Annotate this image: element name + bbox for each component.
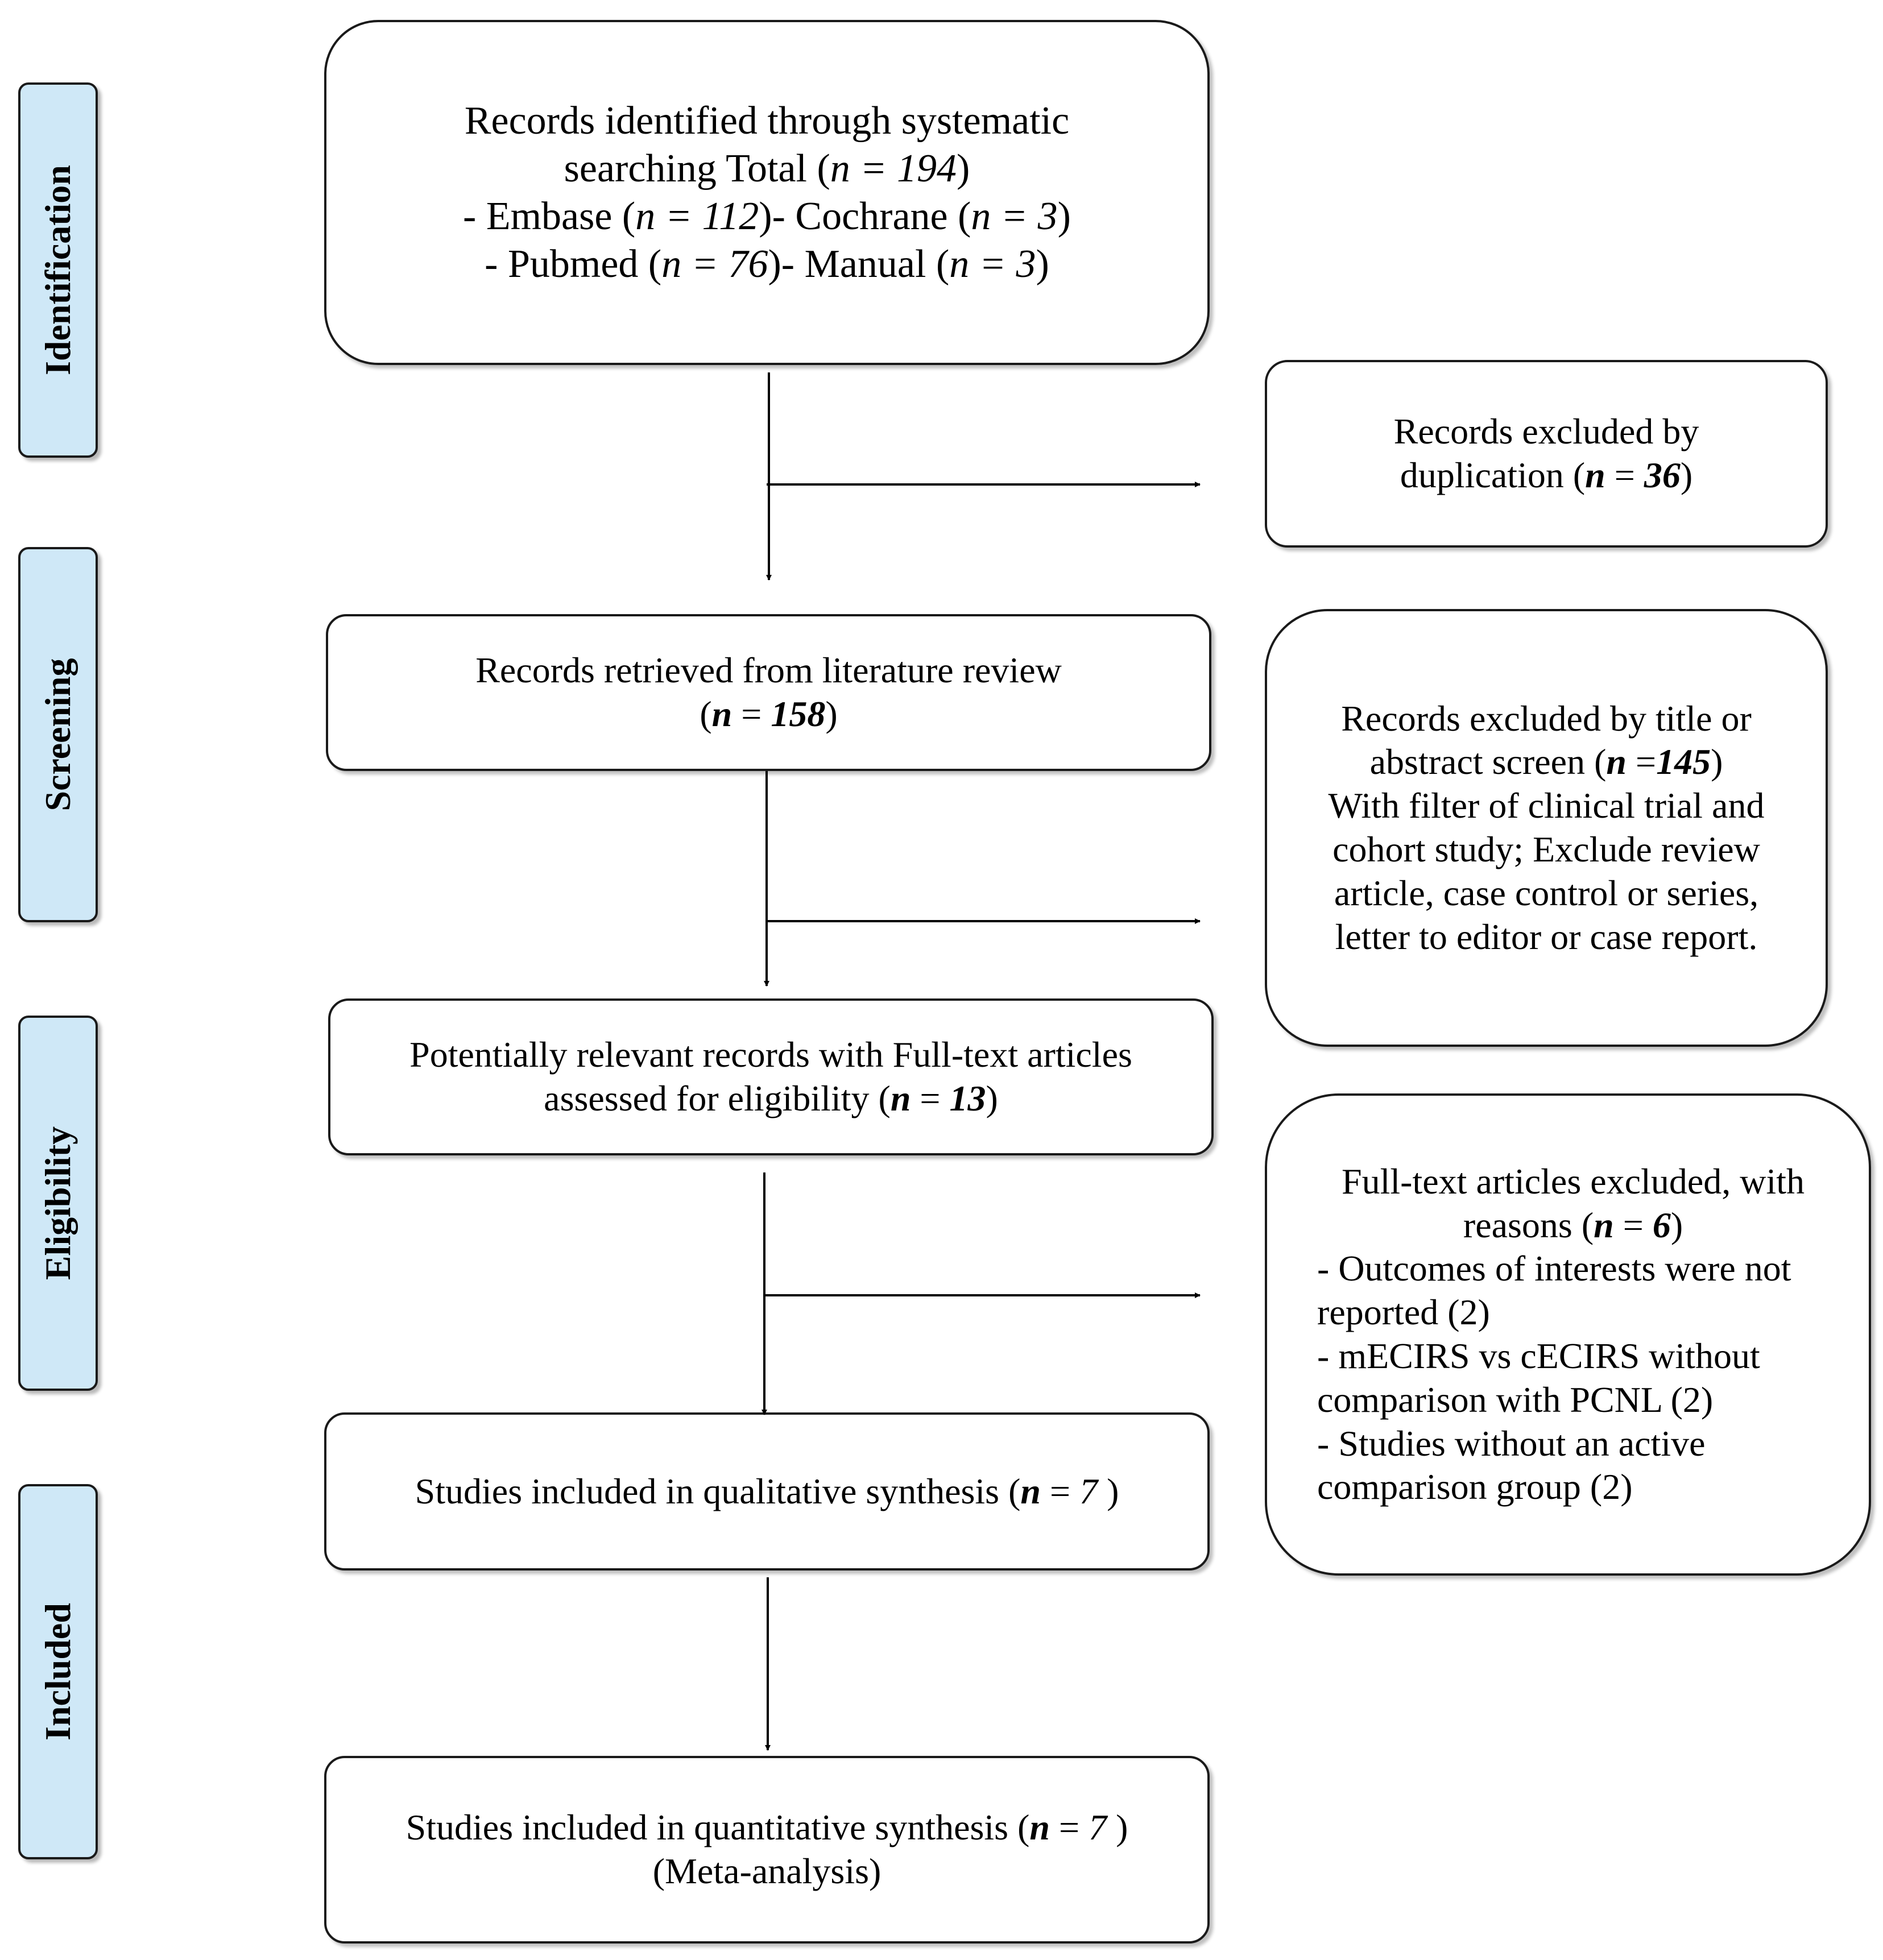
quantitative-line-2: (Meta-analysis) [652,1851,882,1891]
records-retrieved-box: Records retrieved from literature review… [326,614,1211,771]
title-excluded-line-5: article, case control or series, [1334,872,1759,913]
qualitative-synthesis-box: Studies included in qualitative synthesi… [324,1412,1210,1571]
fulltext-excluded-line-7: - Studies without an active [1317,1423,1706,1464]
title-excluded-line-2: abstract screen (n =145) [1369,741,1723,782]
fulltext-excluded-line-4: reported (2) [1317,1292,1490,1333]
fulltext-excluded-line-6: comparison with PCNL (2) [1317,1379,1714,1420]
identified-line-1: Records identified through systematic [464,98,1070,143]
stage-included: Included [18,1484,98,1859]
fulltext-excluded-box: Full-text articles excluded, with reason… [1265,1093,1871,1576]
quantitative-synthesis-box: Studies included in quantitative synthes… [324,1756,1210,1944]
retrieved-line-2: (n = 158) [700,694,838,734]
fulltext-assessed-box: Potentially relevant records with Full-t… [328,998,1214,1155]
title-excluded-line-3: With filter of clinical trial and [1328,785,1765,826]
fulltext-line-2: assessed for eligibility (n = 13) [544,1078,998,1118]
records-identified-box: Records identified through systematic se… [324,20,1210,365]
stage-screening: Screening [18,547,98,922]
fulltext-excluded-line-3: - Outcomes of interests were not [1317,1248,1791,1289]
stage-identification: Identification [18,82,98,458]
duplicates-line-1: Records excluded by [1393,411,1699,452]
title-excluded-line-6: letter to editor or case report. [1335,916,1758,957]
identified-line-3: - Embase (n = 112)- Cochrane (n = 3) [463,194,1071,238]
fulltext-excluded-line-1: Full-text articles excluded, with [1342,1161,1805,1201]
identified-line-4: - Pubmed (n = 76)- Manual (n = 3) [485,242,1049,286]
quantitative-line-1: Studies included in quantitative synthes… [405,1807,1128,1848]
retrieved-line-1: Records retrieved from literature review [475,650,1062,691]
fulltext-excluded-line-8: comparison group (2) [1317,1466,1633,1507]
fulltext-line-1: Potentially relevant records with Full-t… [409,1034,1132,1075]
title-abstract-excluded-box: Records excluded by title or abstract sc… [1265,609,1828,1047]
title-excluded-line-4: cohort study; Exclude review [1332,829,1760,869]
stage-eligibility: Eligibility [18,1016,98,1391]
fulltext-excluded-line-2: reasons (n = 6) [1463,1204,1683,1245]
duplicates-line-2: duplication (n = 36) [1400,455,1693,495]
qualitative-line-1: Studies included in qualitative synthesi… [415,1470,1119,1511]
title-excluded-line-1: Records excluded by title or [1341,698,1752,739]
identified-line-2: searching Total (n = 194) [564,146,970,190]
duplicates-excluded-box: Records excluded by duplication (n = 36) [1265,360,1828,548]
fulltext-excluded-line-5: - mECIRS vs cECIRS without [1317,1336,1760,1376]
